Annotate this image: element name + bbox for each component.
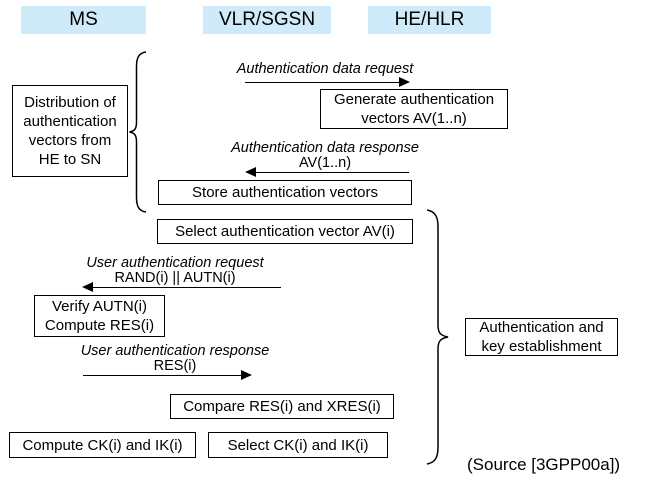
message-sublabel-rand-autn: RAND(i) || AUTN(i) [114,270,236,286]
arrowhead-right-icon [399,77,410,87]
brace-authentication-key-establishment [424,208,452,466]
brace-authentication-key-establishment-icon [426,209,449,465]
lane-header-he-hlr: HE/HLR [368,6,491,34]
action-box-store-authentication-vectors: Store authentication vectors [158,180,412,205]
message-arrow-authentication-data-request [245,82,400,83]
arrowhead-left-icon [82,282,93,292]
brace-distribution-icon [129,51,147,213]
action-box-verify-autn-compute-res: Verify AUTN(i) Compute RES(i) [34,295,165,337]
message-label-user-authentication-request: User authentication request [86,255,264,271]
message-arrow-user-authentication-request [93,287,281,288]
lane-header-vlr-sgsn: VLR/SGSN [203,6,331,34]
message-sublabel-res: RES(i) [153,358,197,374]
source-note: (Source [3GPP00a]) [467,455,621,474]
arrowhead-left-icon [245,167,256,177]
action-box-compute-ck-ik: Compute CK(i) and IK(i) [9,432,196,458]
lane-header-ms: MS [21,6,146,34]
action-box-select-authentication-vector: Select authentication vector AV(i) [157,219,413,244]
phase-box-distribution: Distribution of authentication vectors f… [12,85,128,177]
message-sublabel-av-1-n: AV(1..n) [298,155,352,171]
action-box-compare-res-xres: Compare RES(i) and XRES(i) [170,394,394,419]
action-box-select-ck-ik: Select CK(i) and IK(i) [208,432,388,458]
phase-box-authentication-key-establishment: Authentication and key establishment [465,318,618,356]
action-box-generate-authentication-vectors: Generate authentication vectors AV(1..n) [320,89,508,129]
message-arrow-user-authentication-response [83,375,242,376]
message-label-authentication-data-response: Authentication data response [231,140,419,156]
arrowhead-right-icon [241,370,252,380]
message-arrow-authentication-data-response [256,172,409,173]
message-label-user-authentication-response: User authentication response [80,343,270,359]
brace-distribution [128,50,150,214]
message-label-authentication-data-request: Authentication data request [236,61,414,77]
